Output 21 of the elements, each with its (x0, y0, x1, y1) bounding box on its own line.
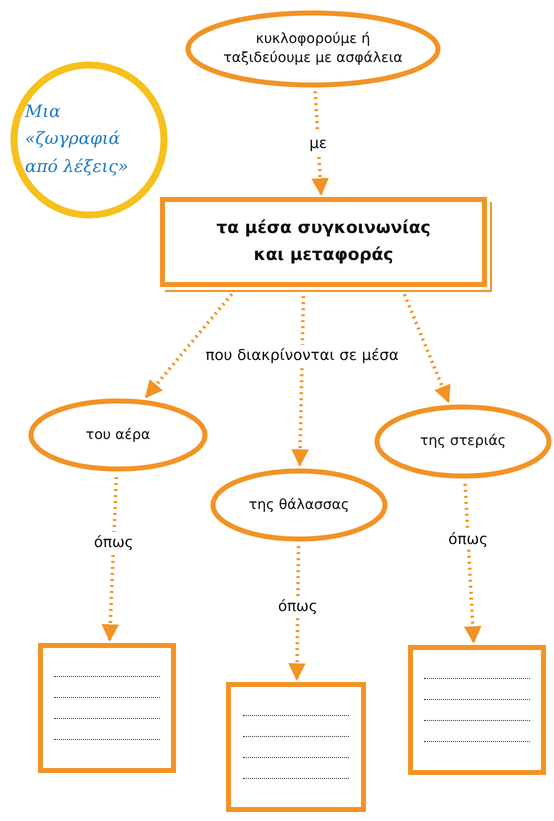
dotted-arrow (291, 296, 309, 467)
node-text: κυκλοφορούμε ή ταξιδεύουμε με ασφάλεια (222, 30, 404, 68)
node-text: της στεριάς (420, 432, 506, 451)
node-text: τα μέσα συγκοινωνίας και μεταφοράς (215, 216, 432, 267)
dotted-arrow (402, 294, 450, 404)
badge-title: Μια «ζωγραφιά από λέξεις» (25, 101, 130, 179)
badge-ring (8, 60, 170, 220)
answer-box (408, 645, 546, 775)
answer-box (226, 682, 366, 812)
oval-node (210, 468, 388, 542)
dotted-arrow (463, 484, 482, 644)
dotted-arrow (311, 91, 329, 196)
dotted-arrow (102, 476, 120, 642)
node-text: της θάλασσας (248, 496, 350, 514)
oval-node (28, 398, 208, 472)
oval-node (185, 10, 441, 88)
dotted-arrow (288, 546, 306, 681)
node-text: του αέρα (86, 426, 150, 444)
dotted-arrow (144, 293, 234, 398)
oval-node (374, 404, 552, 479)
answer-box (38, 643, 176, 773)
